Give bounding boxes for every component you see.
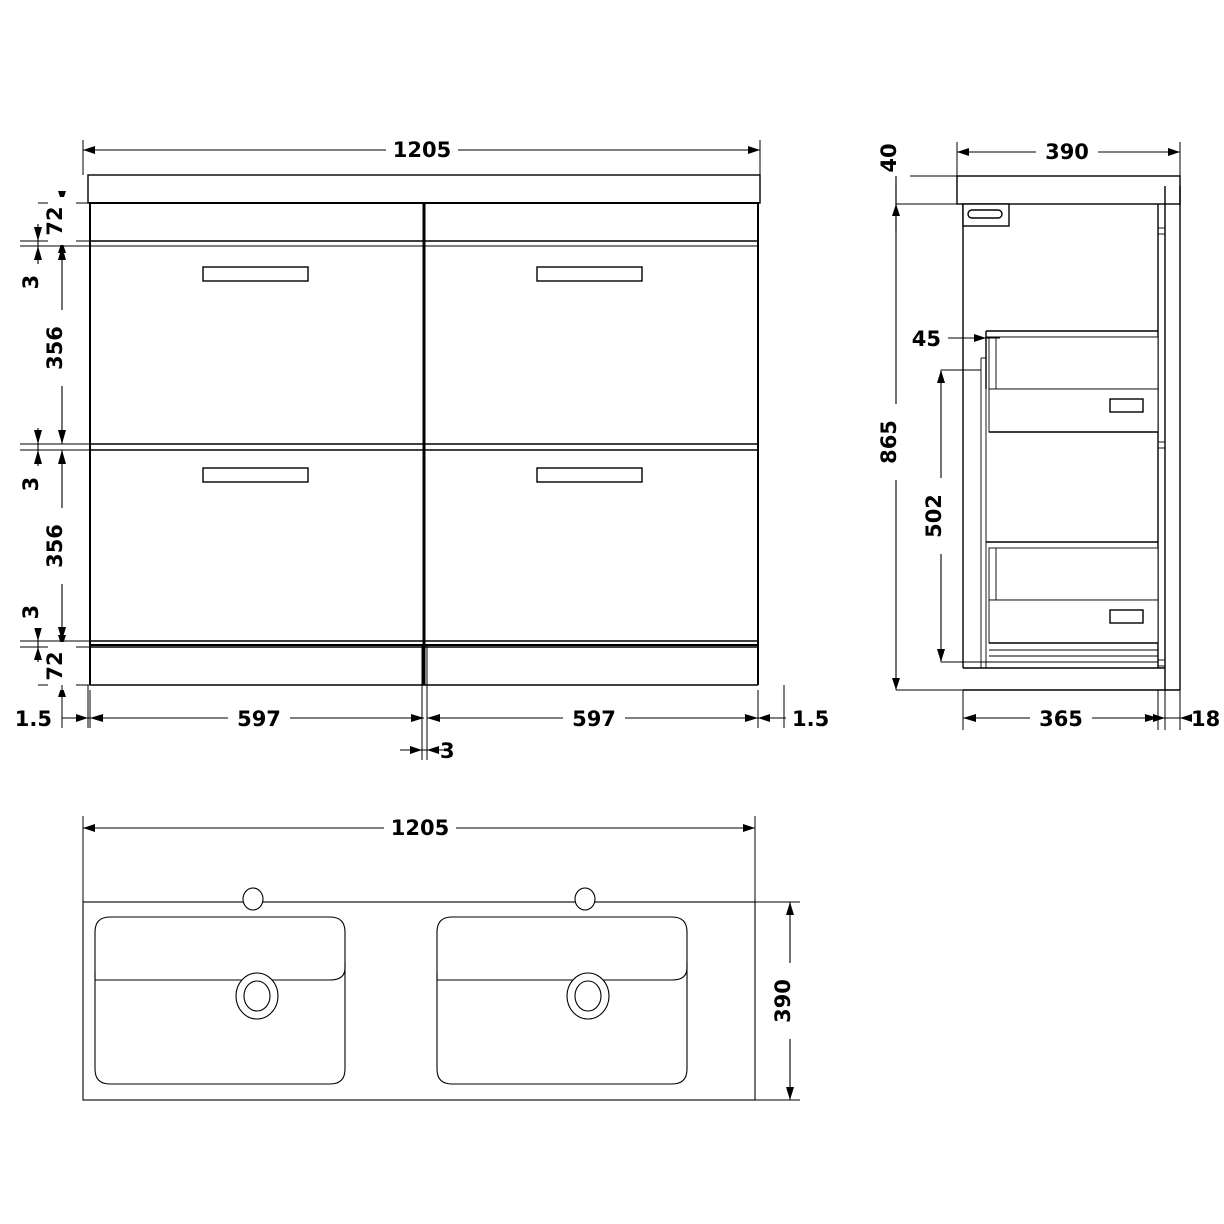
plan-dim-390: 390 [755,901,804,1101]
right-basin-outline [436,916,688,1085]
front-handle-bottom-left[interactable] [202,467,309,483]
front-dim-1p5-left-label: 1.5 [15,707,52,731]
side-lower-drawer-box [986,541,1159,657]
side-dim-365-label: 365 [1039,707,1083,731]
front-dim-356-b-label: 356 [43,524,67,568]
front-dim-72-top-label: 72 [43,206,67,235]
front-handle-bottom-right[interactable] [536,467,643,483]
front-dim-width-label: 1205 [393,138,451,162]
side-dim-365: 365 [962,690,1181,731]
side-handle-top[interactable] [962,203,1010,227]
front-dim-597-right-label: 597 [572,707,616,731]
side-worktop [956,175,1181,205]
left-basin-waste-inner [243,980,271,1012]
basin-plan-view: 1205 390 [82,814,804,1101]
right-basin [436,887,688,1085]
front-dim-72-top: 72 [43,191,76,253]
front-dim-1p5-left: 1.5 [15,707,105,731]
front-dim-356-b: 356 [43,450,76,641]
side-inner-left-panel-upper [980,357,987,668]
side-dim-865-label: 865 [877,420,901,464]
front-dim-3-a-label: 3 [19,275,43,290]
left-basin [94,887,346,1085]
front-dim-1p5-right: 1.5 [744,707,829,731]
front-dim-356-a-label: 356 [43,326,67,370]
front-dim-597-left-label: 597 [237,707,281,731]
front-handle-top-left[interactable] [202,266,309,282]
front-dim-3-c: 3 [19,596,52,662]
front-dim-bottom-extensions [61,645,785,760]
side-dim-18-label: 18 [1191,707,1220,731]
right-basin-tap-hole [574,887,596,911]
front-dim-overall-width: 1205 [82,136,761,175]
front-elevation-view: 1205 72 3 [15,136,829,763]
front-dim-597-left: 597 [90,704,424,731]
left-basin-outline [94,916,346,1085]
side-dim-18: 18 [1150,707,1220,731]
right-basin-waste-inner [574,980,602,1012]
front-dim-356-a: 356 [43,246,76,444]
front-dim-3-center: 3 [400,739,455,763]
front-dim-3-a: 3 [19,224,52,298]
front-dim-72-bottom: 72 [43,635,76,697]
side-dim-390-label: 390 [1045,140,1089,164]
side-dim-502-label: 502 [922,494,946,538]
side-dim-502: 502 [922,369,981,663]
side-dim-45-label: 45 [912,327,941,351]
plan-dim-390-label: 390 [771,979,795,1023]
plan-dim-1205-label: 1205 [391,816,449,840]
side-elevation-view: 40 390 865 502 [877,138,1220,731]
side-dim-865: 865 [877,176,963,691]
side-dim-40-label: 40 [877,143,901,172]
side-back-panel-joints [1158,227,1165,667]
front-dim-72-bottom-label: 72 [43,651,67,680]
plan-dim-1205: 1205 [82,814,756,902]
front-dim-3-b-label: 3 [19,477,43,492]
front-dim-3-b: 3 [19,428,52,500]
left-basin-ledge-line [95,962,346,981]
front-worktop [87,174,761,204]
front-dim-3-c-label: 3 [19,605,43,620]
left-basin-tap-hole [242,887,264,911]
front-dim-1p5-right-label: 1.5 [792,707,829,731]
right-basin-ledge-line [437,962,688,981]
front-handle-top-right[interactable] [536,266,643,282]
side-dim-45: 45 [912,327,1000,370]
front-dim-597-right: 597 [427,704,758,731]
side-dim-390: 390 [956,138,1181,176]
front-dim-3-center-label: 3 [440,739,455,763]
side-upper-drawer-box [985,330,1159,433]
